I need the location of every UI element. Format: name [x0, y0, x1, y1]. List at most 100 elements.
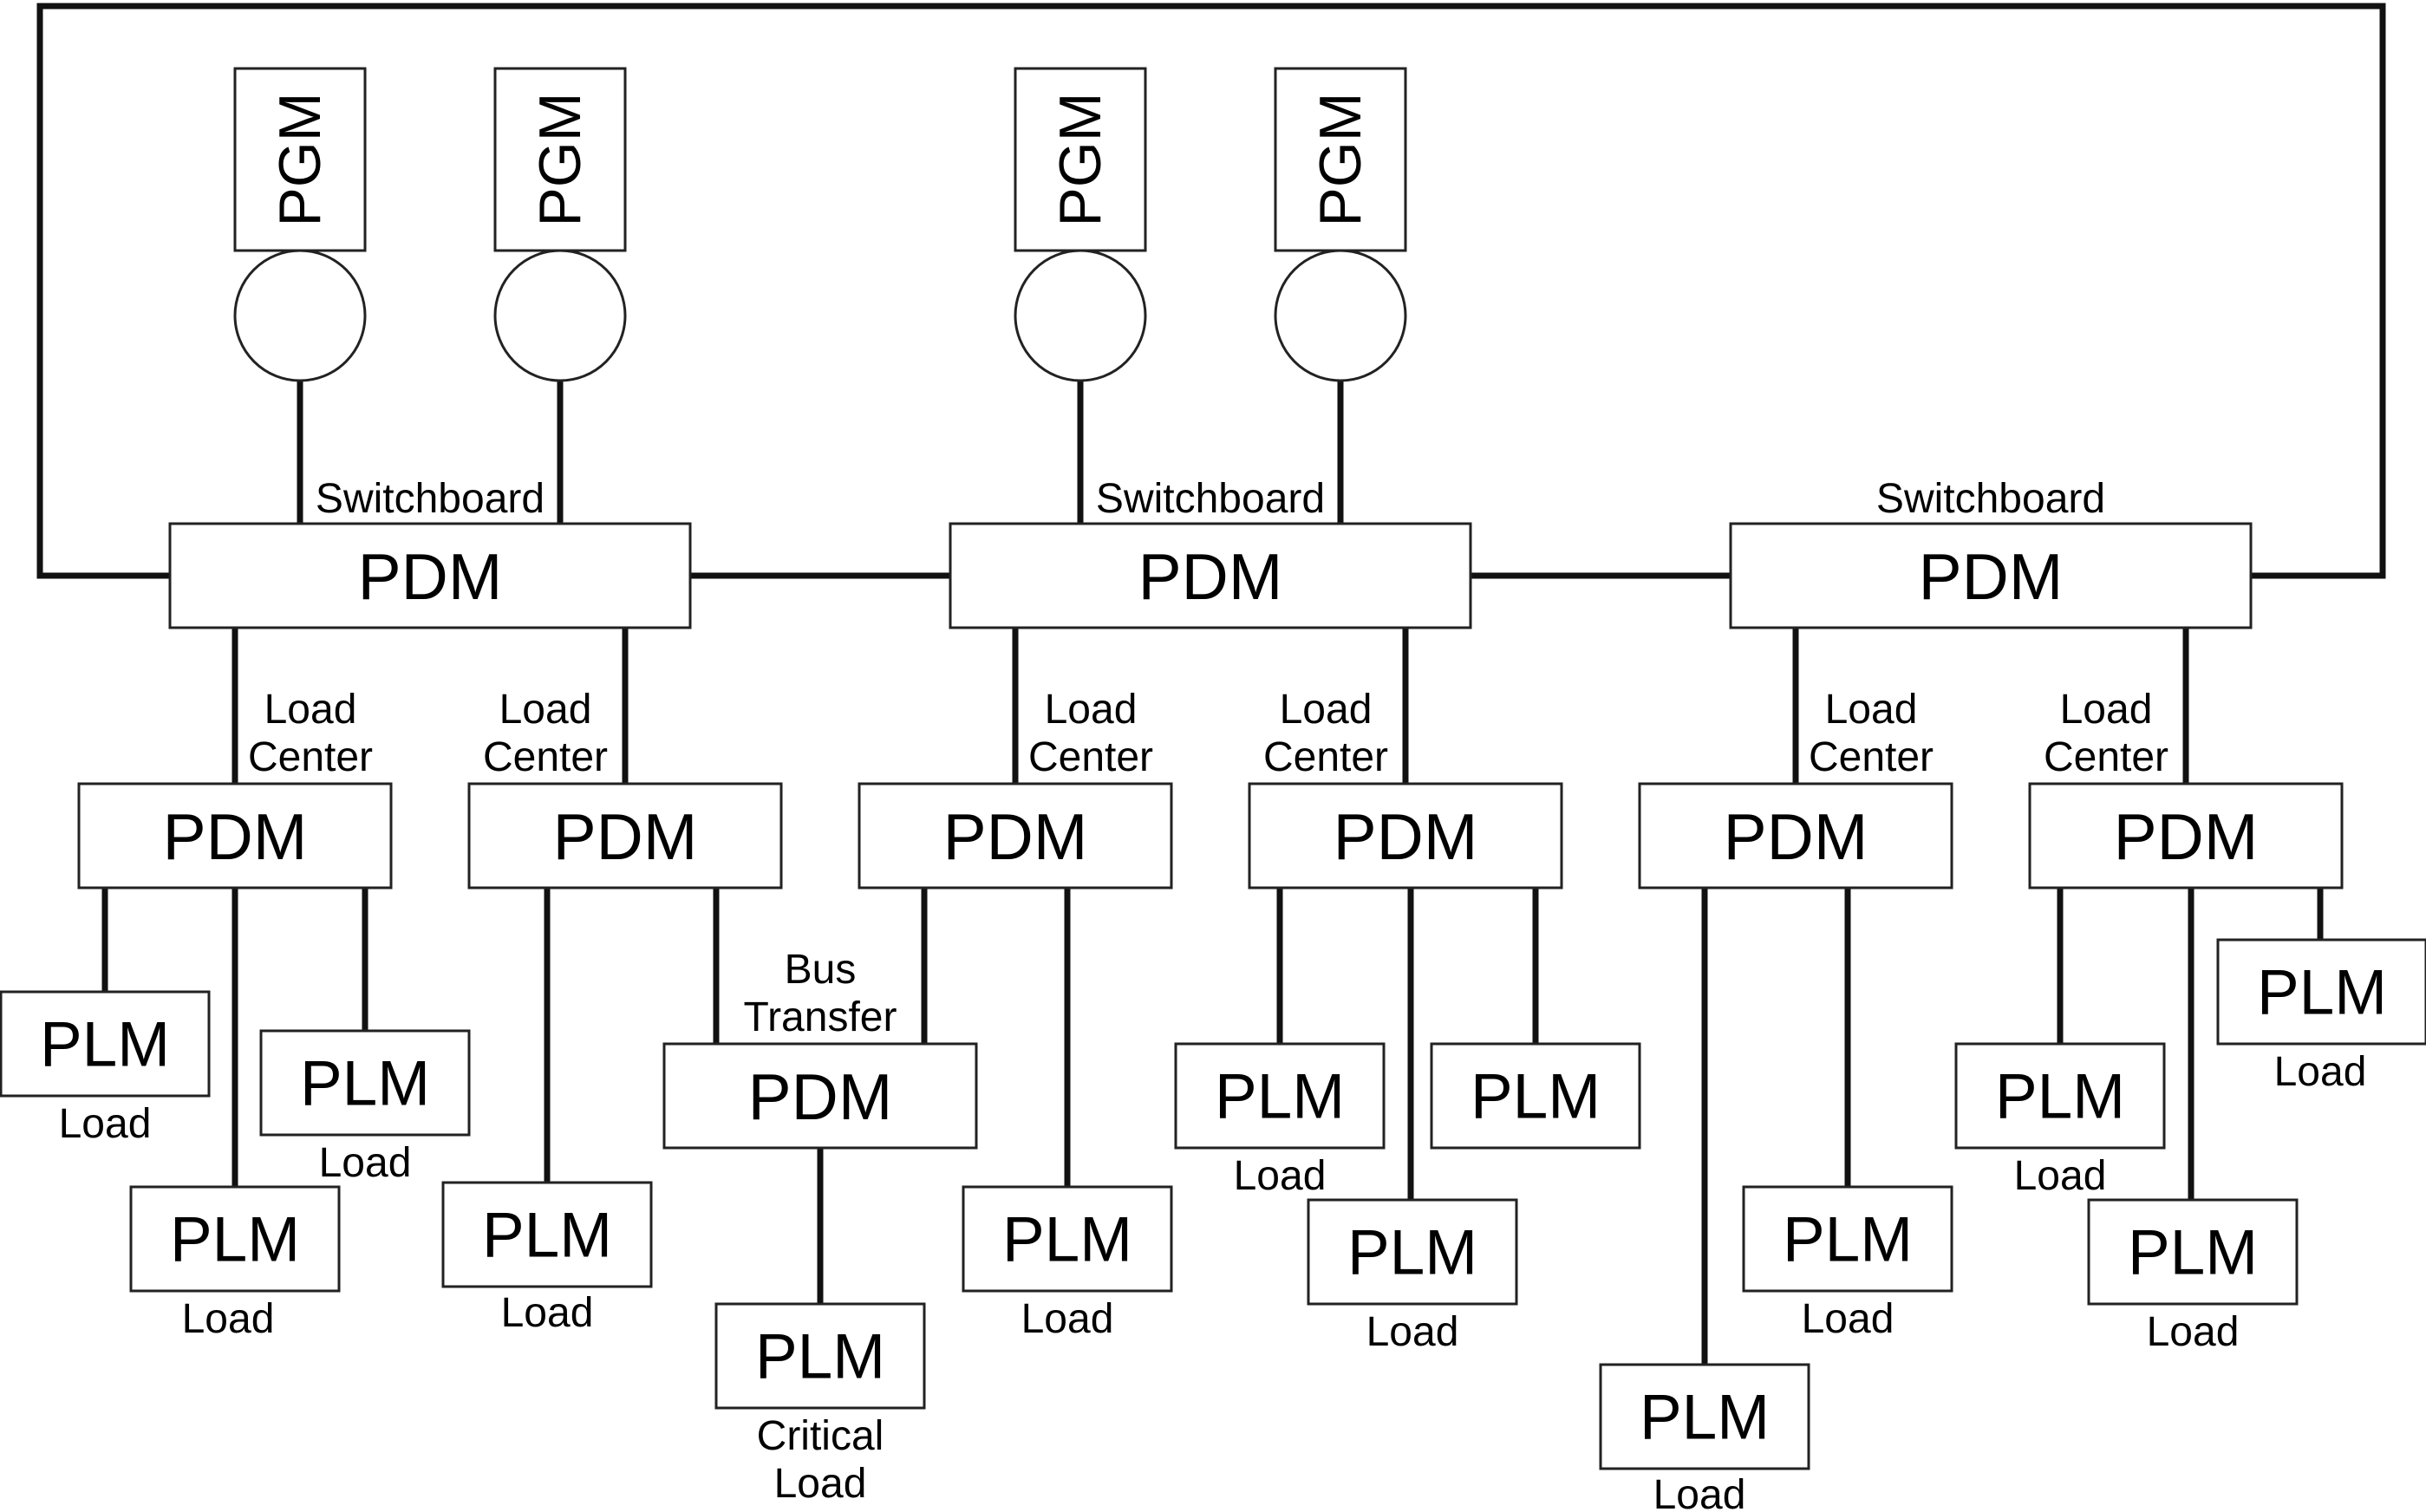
load-module: PLM Load — [0, 990, 211, 1147]
pdm-box — [949, 522, 1472, 629]
pgm-label: PGM — [527, 93, 593, 227]
load-center-label-line1: Load — [499, 687, 592, 733]
bus-transfer-label-line1: Bus — [785, 947, 857, 993]
load-center-label-line2: Center — [2044, 734, 2168, 780]
pdm-box — [77, 782, 393, 890]
load-center-label-line1: Load — [1045, 687, 1138, 733]
load-center-6: Load Center PDM — [2028, 687, 2344, 890]
load-module: PLM Load — [2216, 938, 2426, 1095]
load-label: Load — [1653, 1472, 1746, 1512]
pgm-label: PGM — [267, 93, 333, 227]
load-label: Load — [1021, 1296, 1114, 1342]
pdm-label: PDM — [163, 800, 308, 873]
load-center-5: Load Center PDM — [1638, 687, 1953, 890]
pdm-box — [1248, 782, 1563, 890]
load-module: PLM Load — [962, 1185, 1173, 1342]
load-label: Load — [1802, 1296, 1894, 1342]
pdm-label: PDM — [1334, 800, 1478, 873]
pdm-box — [467, 782, 783, 890]
load-center-label-line1: Load — [1825, 687, 1918, 733]
plm-label: PLM — [1347, 1218, 1477, 1288]
generator-4: PGM — [1274, 67, 1407, 382]
plm-label: PLM — [755, 1322, 885, 1392]
load-center-label-line2: Center — [1809, 734, 1934, 780]
load-module: PLM Load — [129, 1185, 341, 1342]
plm-box — [1742, 1185, 1953, 1293]
plm-label: PLM — [40, 1010, 170, 1080]
plm-box — [1174, 1042, 1386, 1150]
plm-label: PLM — [1002, 1205, 1132, 1275]
pdm-label: PDM — [748, 1060, 893, 1133]
load-center-2: Load Center PDM — [467, 687, 783, 890]
load-module: PLM Load — [1954, 1042, 2166, 1199]
plm-label: PLM — [1995, 1062, 2125, 1132]
generator-3: PGM — [1014, 67, 1147, 382]
generator-circle — [1014, 249, 1147, 382]
critical-load-label-line2: Load — [774, 1461, 867, 1507]
pgm-label: PGM — [1308, 93, 1373, 227]
plm-box — [1599, 1363, 1810, 1470]
wires — [36, 3, 2386, 1368]
pgm-label: PGM — [1047, 93, 1113, 227]
pdm-box — [1638, 782, 1953, 890]
critical-load-module: PLM Critical Load — [714, 1302, 926, 1507]
load-module: PLM Load — [1174, 1042, 1386, 1199]
pdm-label: PDM — [1724, 800, 1868, 873]
pgm-box — [233, 67, 367, 252]
pdm-label: PDM — [943, 800, 1088, 873]
load-module: PLM Load — [1307, 1198, 1518, 1355]
pdm-box — [858, 782, 1173, 890]
plm-box — [2216, 938, 2426, 1046]
plm-box — [1430, 1042, 1641, 1150]
bus-transfer-label-line2: Transfer — [744, 994, 897, 1040]
pgm-box — [493, 67, 627, 252]
load-center-label-line2: Center — [1263, 734, 1388, 780]
pgm-box — [1014, 67, 1147, 252]
pdm-label: PDM — [1919, 540, 2064, 613]
load-center-label-line2: Center — [248, 734, 373, 780]
pdm-label: PDM — [358, 540, 503, 613]
load-label: Load — [319, 1140, 412, 1186]
pdm-box — [662, 1042, 978, 1150]
switchboard-label: Switchboard — [1096, 476, 1325, 522]
pdm-box — [2028, 782, 2344, 890]
load-center-label-line2: Center — [1028, 734, 1153, 780]
plm-label: PLM — [1471, 1062, 1601, 1132]
plm-box — [259, 1029, 471, 1137]
ring-bus-wire — [36, 3, 2386, 579]
load-center-3: Load Center PDM — [858, 687, 1173, 890]
generator-circle — [493, 249, 627, 382]
plm-label: PLM — [300, 1049, 430, 1119]
switchboard-3: Switchboard PDM — [1729, 476, 2253, 629]
load-module: PLM Load — [2087, 1198, 2299, 1355]
generator-2: PGM — [493, 67, 627, 382]
pdm-box — [1729, 522, 2253, 629]
plm-box — [0, 990, 211, 1098]
plm-box — [1954, 1042, 2166, 1150]
generator-circle — [233, 249, 367, 382]
pdm-label: PDM — [553, 800, 698, 873]
plm-label: PLM — [170, 1205, 300, 1275]
plm-box — [714, 1302, 926, 1410]
load-label: Load — [2274, 1049, 2367, 1095]
pdm-box — [168, 522, 692, 629]
generator-1: PGM — [233, 67, 367, 382]
plm-label: PLM — [2257, 958, 2387, 1028]
critical-load-label-line1: Critical — [757, 1413, 884, 1459]
switchboard-2: Switchboard PDM — [949, 476, 1472, 629]
plm-box — [441, 1181, 653, 1288]
load-module: PLM Load — [441, 1181, 653, 1336]
plm-label: PLM — [482, 1201, 612, 1271]
bus-transfer: Bus Transfer PDM — [662, 947, 978, 1150]
load-label: Load — [1234, 1153, 1327, 1199]
load-center-label-line1: Load — [1280, 687, 1373, 733]
load-label: Load — [1366, 1309, 1459, 1355]
load-label: Load — [2147, 1309, 2240, 1355]
plm-box — [1307, 1198, 1518, 1306]
plm-label: PLM — [2128, 1218, 2258, 1288]
load-center-1: Load Center PDM — [77, 687, 393, 890]
load-center-label-line1: Load — [264, 687, 357, 733]
plm-box — [2087, 1198, 2299, 1306]
